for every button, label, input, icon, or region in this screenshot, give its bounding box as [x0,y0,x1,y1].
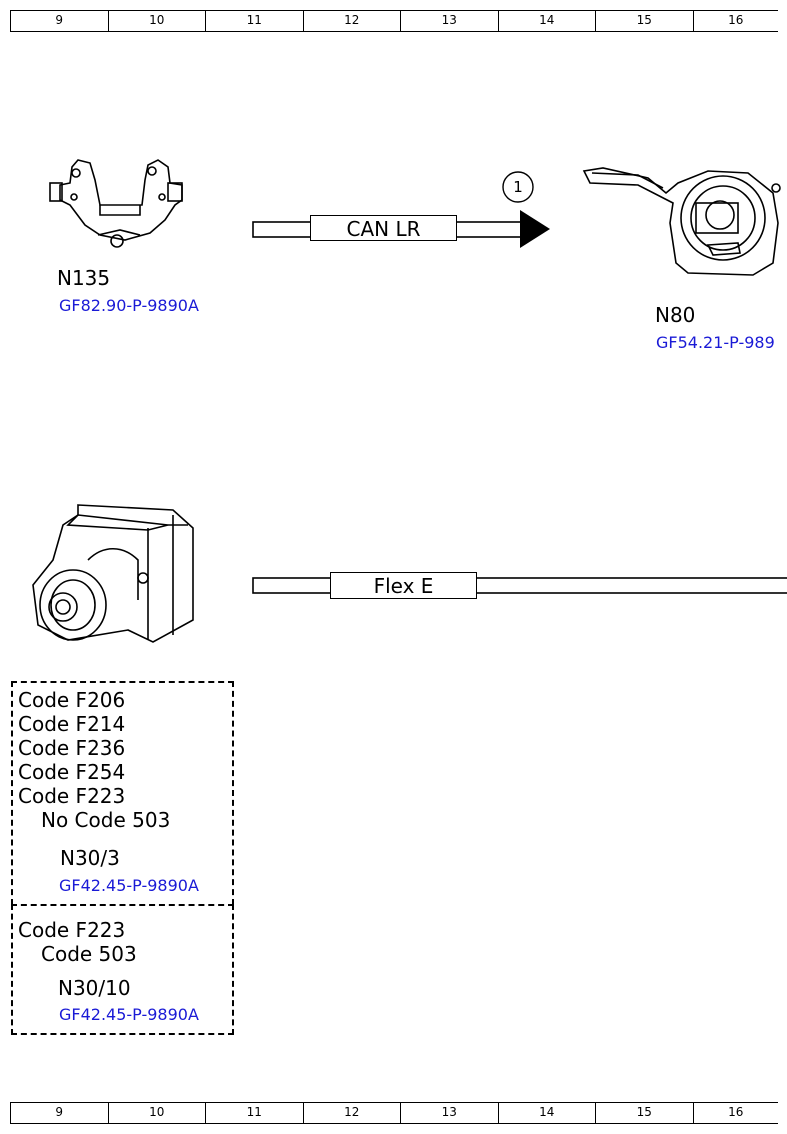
n30-component-illustration [32,504,194,643]
ruler-cell: 9 [10,11,108,31]
ruler-cell: 10 [107,11,206,31]
connection-marker-number: 1 [513,178,523,196]
code-sub-line: Code 503 [41,942,137,966]
code-line: Code F254 [18,760,126,784]
ruler-cell: 14 [497,11,596,31]
can-lr-label-box: CAN LR [310,215,457,241]
n30-3-reference-link[interactable]: GF42.45-P-9890A [59,876,199,895]
code-line: Code F223 [18,784,126,808]
ruler-cell: 15 [595,11,693,31]
n80-component-illustration [582,167,781,276]
code-line: Code F206 [18,688,126,712]
grid-ruler-bottom: 9 10 11 12 13 14 15 16 [10,1102,778,1124]
ruler-cell: 16 [692,1103,779,1123]
code-line: Code F236 [18,736,126,760]
n135-reference-link[interactable]: GF82.90-P-9890A [59,296,199,315]
code-sub-line: No Code 503 [41,808,171,832]
n80-reference-link[interactable]: GF54.21-P-989 [656,333,775,352]
code-line: Code F223 [18,918,126,942]
n135-label: N135 [57,266,111,290]
flex-e-label-box: Flex E [330,572,477,599]
ruler-cell: 10 [107,1103,206,1123]
n30-3-label: N30/3 [60,846,120,870]
ruler-cell: 9 [10,1103,108,1123]
flex-e-label: Flex E [373,574,434,598]
ruler-cell: 13 [400,1103,498,1123]
ruler-cell: 12 [302,11,401,31]
ruler-cell: 11 [205,1103,303,1123]
n30-10-label: N30/10 [58,976,131,1000]
ruler-cell: 14 [497,1103,596,1123]
ruler-cell: 15 [595,1103,693,1123]
grid-ruler-top: 9 10 11 12 13 14 15 16 [10,10,778,32]
n135-component-illustration [49,159,183,248]
can-lr-label: CAN LR [346,217,421,241]
ruler-cell: 12 [302,1103,401,1123]
n80-label: N80 [655,303,696,327]
ruler-cell: 13 [400,11,498,31]
ruler-cell: 11 [205,11,303,31]
code-line: Code F214 [18,712,126,736]
n30-10-reference-link[interactable]: GF42.45-P-9890A [59,1005,199,1024]
ruler-cell: 16 [692,11,779,31]
variant-box-n30-3: Code F206 Code F214 Code F236 Code F254 … [11,681,234,905]
variant-box-n30-10: Code F223 Code 503 N30/10 GF42.45-P-9890… [11,904,234,1035]
